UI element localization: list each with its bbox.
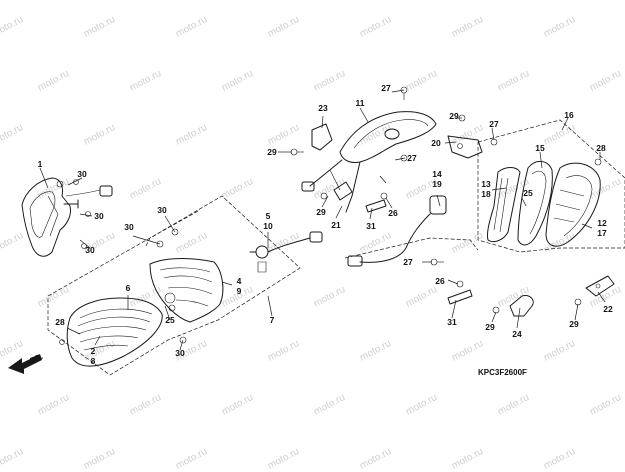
callout-26-lower: 26 (435, 275, 445, 286)
callout-30-f: 30 (175, 347, 185, 358)
callout-25-right: 25 (523, 187, 533, 198)
callout-30-b: 30 (94, 210, 104, 221)
callout-26-upper: 26 (388, 207, 398, 218)
headlight-reflector-part-4 (149, 258, 224, 323)
callout-28-right: 28 (596, 142, 606, 153)
callout-29-c: 29 (316, 206, 326, 217)
bulb-harness-part-5 (249, 231, 323, 273)
callout-6: 6 (125, 282, 131, 293)
bracket-part-22 (585, 275, 615, 297)
pad-part-31 (365, 199, 473, 305)
fasteners (156, 86, 602, 344)
gasket-part-15 (517, 161, 553, 246)
assembly-outline-small (145, 209, 201, 247)
stay-part-24 (509, 295, 534, 317)
callout-29-d: 29 (485, 321, 495, 332)
callout-29-b: 29 (449, 110, 459, 121)
callout-27-top: 27 (381, 82, 391, 93)
callout-15: 15 (535, 142, 545, 153)
turn-signal-lens-part-12 (545, 162, 601, 247)
assembly-outline-right (477, 119, 625, 253)
callout-23: 23 (318, 102, 328, 113)
callout-25-left: 25 (165, 314, 175, 325)
callout-24: 24 (512, 328, 522, 339)
callout-11: 11 (355, 97, 365, 108)
front-direction-arrow (8, 354, 42, 374)
diagram-code: KPC3F2600F (478, 368, 527, 377)
assembly-outline-bracket (344, 237, 479, 259)
callout-30-c: 30 (85, 244, 95, 255)
callout-28-left: 28 (55, 316, 65, 327)
bracket-part-23 (311, 123, 333, 151)
callout-30-a: 30 (77, 168, 87, 179)
callout-30-d: 30 (157, 204, 167, 215)
side-reflector-part-13 (487, 167, 521, 243)
callout-1: 1 (37, 158, 43, 169)
callout-16: 16 (564, 109, 574, 120)
callout-29-a: 29 (267, 146, 277, 157)
leader-lines (39, 89, 606, 351)
bracket-part-21 (333, 181, 353, 201)
callout-21: 21 (331, 219, 341, 230)
headlight-stay-part-11 (301, 111, 437, 213)
callout-20: 20 (431, 137, 441, 148)
headlight-housing-part-1 (21, 177, 113, 257)
callout-31-lower: 31 (447, 316, 457, 327)
headlight-lens-part-6 (59, 297, 176, 367)
callout-30-e: 30 (124, 221, 134, 232)
callout-7: 7 (269, 314, 275, 325)
callout-31-upper: 31 (366, 220, 376, 231)
assembly-outline-left (47, 195, 301, 376)
callout-22: 22 (603, 303, 613, 314)
callout-27-lower: 27 (403, 256, 413, 267)
socket-part-14 (347, 195, 447, 267)
callout-27-mid: 27 (407, 152, 417, 163)
callout-27-right: 27 (489, 118, 499, 129)
callout-29-e: 29 (569, 318, 579, 329)
bracket-part-20 (447, 135, 483, 159)
